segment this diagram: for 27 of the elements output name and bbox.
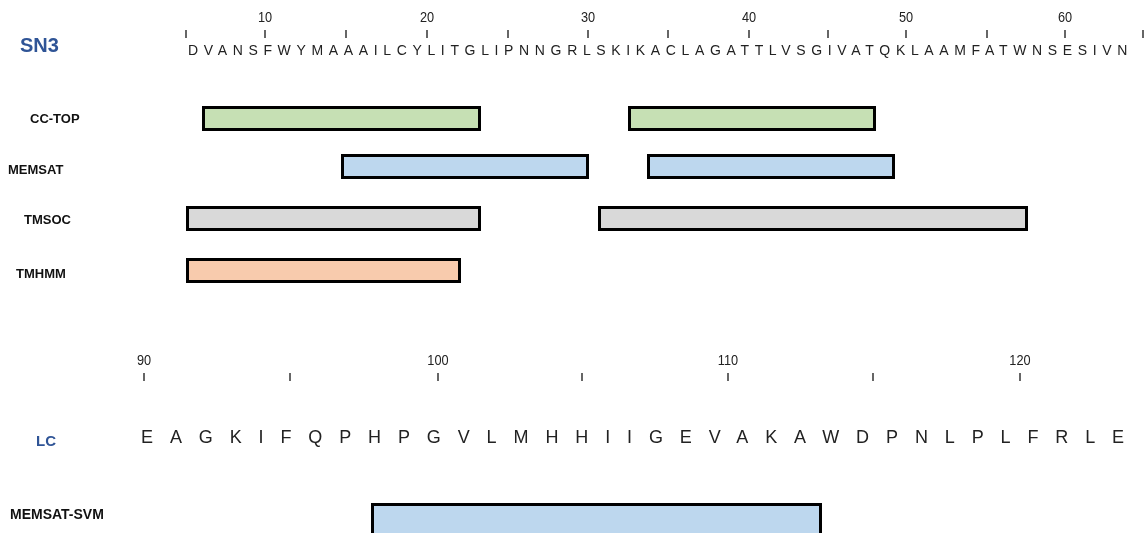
method-name: MEMSAT xyxy=(8,162,64,177)
prediction-bar xyxy=(186,258,461,283)
sequence-text: DVANSFWYMAAAILCYLITGLIPNNGRLSKIKACLAGATTLVSGIVATQKLAAMFATWNSESIVN xyxy=(188,42,1133,58)
sequence-name: SN3 xyxy=(20,34,59,57)
position-number: 20 xyxy=(419,8,435,25)
method-name: MEMSAT-SVM xyxy=(10,506,104,522)
position-number: 10 xyxy=(257,8,273,25)
method-name: CC-TOP xyxy=(30,111,80,126)
prediction-bar xyxy=(598,206,1028,231)
prediction-bar xyxy=(186,206,481,231)
position-number: 120 xyxy=(1009,351,1031,368)
prediction-bar xyxy=(371,503,822,533)
position-number: 90 xyxy=(136,351,152,368)
method-name: TMHMM xyxy=(16,266,66,281)
position-number: 100 xyxy=(427,351,449,368)
sequence-text: EAGKIFQPHPGVLMHHIIGEVAKAWDPNLPLFRLE xyxy=(141,427,1141,448)
prediction-bar xyxy=(628,106,876,131)
method-name: TMSOC xyxy=(24,212,71,227)
prediction-bar xyxy=(202,106,481,131)
position-number: 50 xyxy=(898,8,914,25)
position-number: 40 xyxy=(741,8,757,25)
position-number: 60 xyxy=(1057,8,1073,25)
sequence-name: LC xyxy=(36,432,56,449)
position-number: 30 xyxy=(580,8,596,25)
prediction-bar xyxy=(341,154,589,179)
prediction-bar xyxy=(647,154,895,179)
position-number: 110 xyxy=(717,351,739,368)
